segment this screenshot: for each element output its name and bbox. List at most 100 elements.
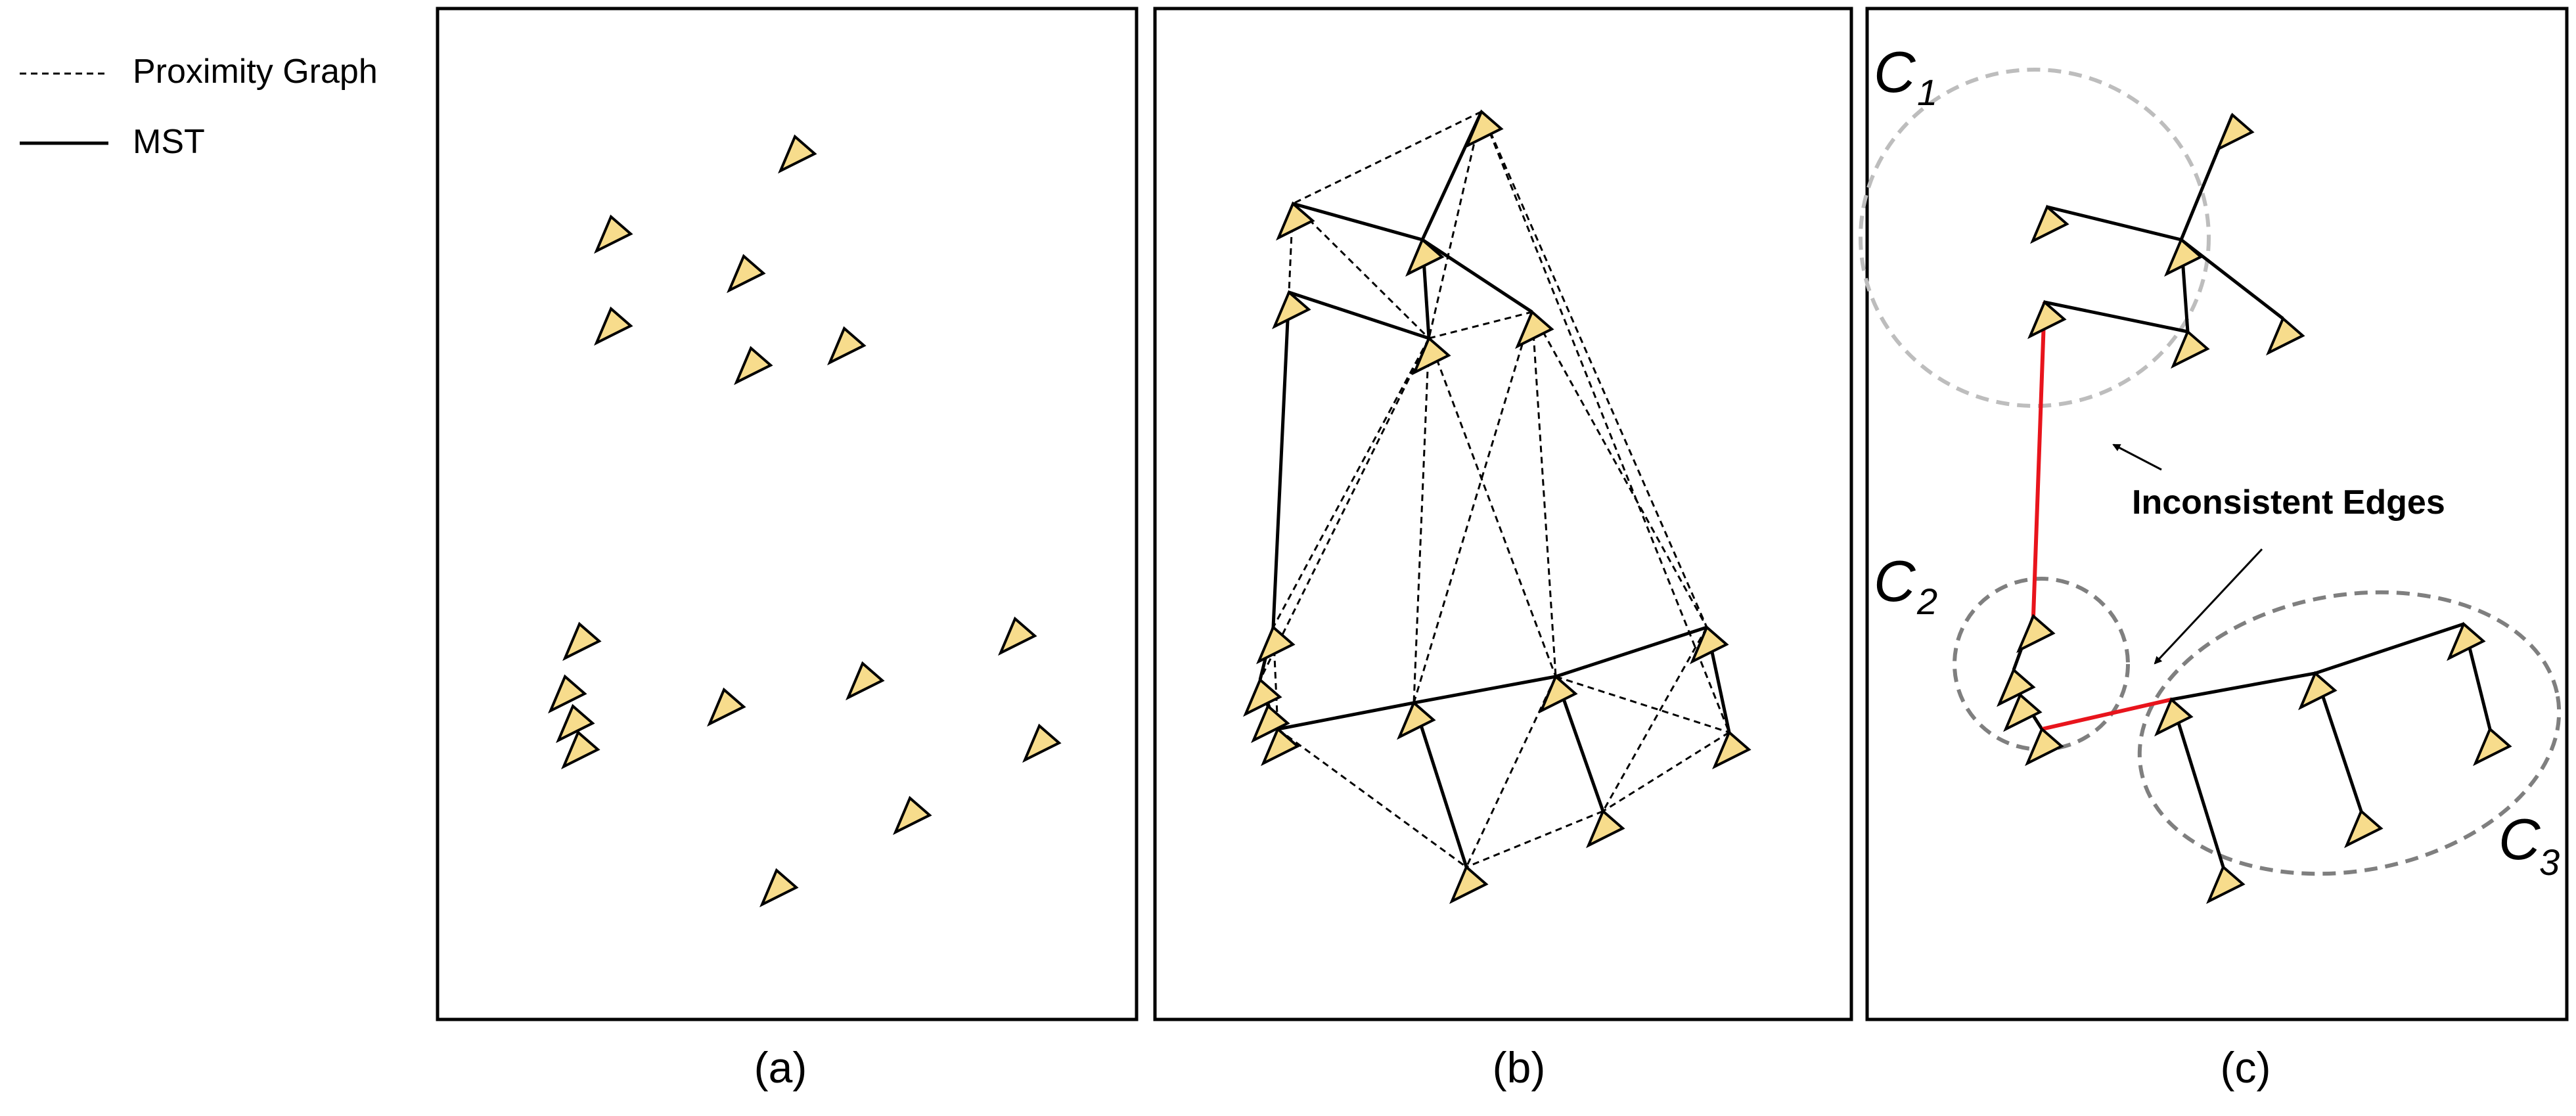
svg-text:1: 1 bbox=[1917, 72, 1937, 113]
inconsistent-edges bbox=[2031, 301, 2172, 731]
node-panel-c bbox=[2027, 300, 2067, 340]
caption-b: (b) bbox=[1493, 1043, 1546, 1092]
node-panel-b bbox=[1261, 726, 1300, 767]
node-panel-b bbox=[1412, 336, 1451, 376]
node-panel-b bbox=[1539, 674, 1578, 714]
node-panel-c bbox=[2447, 621, 2486, 661]
proximity-edge bbox=[1292, 202, 1430, 340]
node-panel-c bbox=[2215, 112, 2255, 152]
proximity-edge bbox=[1428, 111, 1483, 339]
svg-text:C: C bbox=[2498, 807, 2541, 872]
proximity-edge bbox=[1259, 338, 1430, 681]
cluster-label-c3: C 3 bbox=[2498, 807, 2560, 883]
mst-edge bbox=[2044, 300, 2188, 334]
node-panel-c bbox=[2266, 316, 2305, 356]
mst-edge bbox=[1277, 701, 1414, 731]
mst-edges-panel-b bbox=[1258, 110, 1731, 868]
node-panel-b bbox=[1464, 109, 1504, 149]
node-panel-b bbox=[1256, 625, 1296, 665]
svg-text:C: C bbox=[1874, 39, 1916, 104]
node-panel-a bbox=[707, 687, 746, 727]
svg-text:2: 2 bbox=[1916, 581, 1937, 622]
proximity-edge bbox=[1277, 728, 1467, 868]
node-panel-c bbox=[2206, 864, 2246, 904]
panel-b-frame bbox=[1153, 7, 1853, 1021]
node-panel-c bbox=[2025, 726, 2064, 767]
mst-edge bbox=[2046, 205, 2182, 242]
node-panel-a bbox=[556, 703, 595, 744]
mst-edge bbox=[1271, 292, 1291, 628]
proximity-edge bbox=[1272, 338, 1430, 628]
legend-mst-label: MST bbox=[133, 123, 205, 161]
cluster-c1-ellipse bbox=[1859, 68, 2211, 408]
proximity-edge bbox=[1480, 111, 1730, 733]
node-panel-a bbox=[561, 730, 600, 770]
inconsistent-edge bbox=[2031, 301, 2046, 617]
inconsistent-edge bbox=[2041, 698, 2172, 731]
caption-c: (c) bbox=[2221, 1043, 2271, 1092]
mst-edge bbox=[1421, 238, 1533, 314]
cluster-label-c1: C 1 bbox=[1874, 39, 1937, 113]
proximity-edge bbox=[1465, 676, 1557, 868]
caption-a: (a) bbox=[754, 1043, 807, 1092]
legend: Proximity Graph MST bbox=[20, 53, 378, 161]
mst-edge bbox=[1413, 675, 1556, 705]
mst-edge bbox=[2169, 699, 2225, 868]
node-panel-c bbox=[2003, 692, 2043, 732]
node-panel-b bbox=[1276, 201, 1315, 241]
inconsistent-edges-label: Inconsistent Edges bbox=[2132, 483, 2445, 522]
mst-edge bbox=[2171, 671, 2316, 702]
mst-edge bbox=[1555, 625, 1707, 679]
proximity-edge bbox=[1412, 311, 1533, 703]
node-panel-a bbox=[998, 616, 1037, 656]
node-panel-b bbox=[1272, 290, 1311, 330]
node-panel-c bbox=[2473, 726, 2512, 767]
node-panel-b bbox=[1712, 730, 1751, 770]
node-panel-b bbox=[1449, 864, 1489, 904]
cluster-c2-ellipse bbox=[1953, 577, 2130, 751]
proximity-edge bbox=[1428, 311, 1533, 340]
node-panel-b bbox=[1405, 237, 1445, 277]
node-panel-a bbox=[594, 214, 633, 254]
proximity-edge bbox=[1412, 338, 1430, 703]
cluster-c3-ellipse bbox=[2137, 590, 2562, 876]
node-panel-a bbox=[893, 795, 932, 836]
annotation-arrow-lower bbox=[2154, 548, 2263, 665]
node-panel-c bbox=[1997, 667, 2036, 707]
mst-edge bbox=[1412, 702, 1468, 868]
node-panel-b bbox=[1243, 677, 1282, 717]
node-panel-b bbox=[1397, 700, 1436, 740]
cluster-label-c2: C 2 bbox=[1874, 548, 1937, 622]
node-panel-c bbox=[2016, 614, 2056, 654]
node-panel-a bbox=[562, 621, 602, 661]
legend-proximity-label: Proximity Graph bbox=[133, 53, 378, 91]
node-panel-c bbox=[2344, 809, 2384, 849]
nodes bbox=[548, 109, 2512, 908]
node-panel-b bbox=[1586, 809, 1625, 849]
proximity-edge bbox=[1602, 731, 1730, 813]
node-panel-b bbox=[1251, 703, 1290, 744]
node-panel-b bbox=[1690, 625, 1729, 665]
node-panel-a bbox=[846, 661, 885, 701]
node-panel-c bbox=[2164, 237, 2203, 277]
proximity-edge bbox=[1480, 111, 1708, 628]
svg-text:C: C bbox=[1874, 548, 1916, 614]
annotation-arrow-upper bbox=[2112, 443, 2162, 471]
panel-a-frame bbox=[436, 7, 1139, 1021]
proximity-edge bbox=[1531, 311, 1708, 628]
proximity-edge bbox=[1292, 110, 1482, 205]
node-panel-a bbox=[727, 254, 766, 294]
mst-edge bbox=[1292, 202, 1423, 242]
node-panel-a bbox=[1022, 723, 1062, 763]
mst-edge bbox=[1288, 290, 1430, 340]
proximity-edge bbox=[1466, 810, 1604, 868]
node-panel-a bbox=[759, 868, 799, 908]
mst-edge bbox=[2315, 622, 2464, 675]
node-panel-c bbox=[2030, 204, 2069, 244]
node-panel-a bbox=[548, 674, 587, 714]
node-panel-a bbox=[594, 306, 633, 346]
proximity-edge bbox=[1531, 311, 1557, 677]
svg-text:3: 3 bbox=[2539, 841, 2560, 883]
node-panel-b bbox=[1515, 309, 1554, 349]
